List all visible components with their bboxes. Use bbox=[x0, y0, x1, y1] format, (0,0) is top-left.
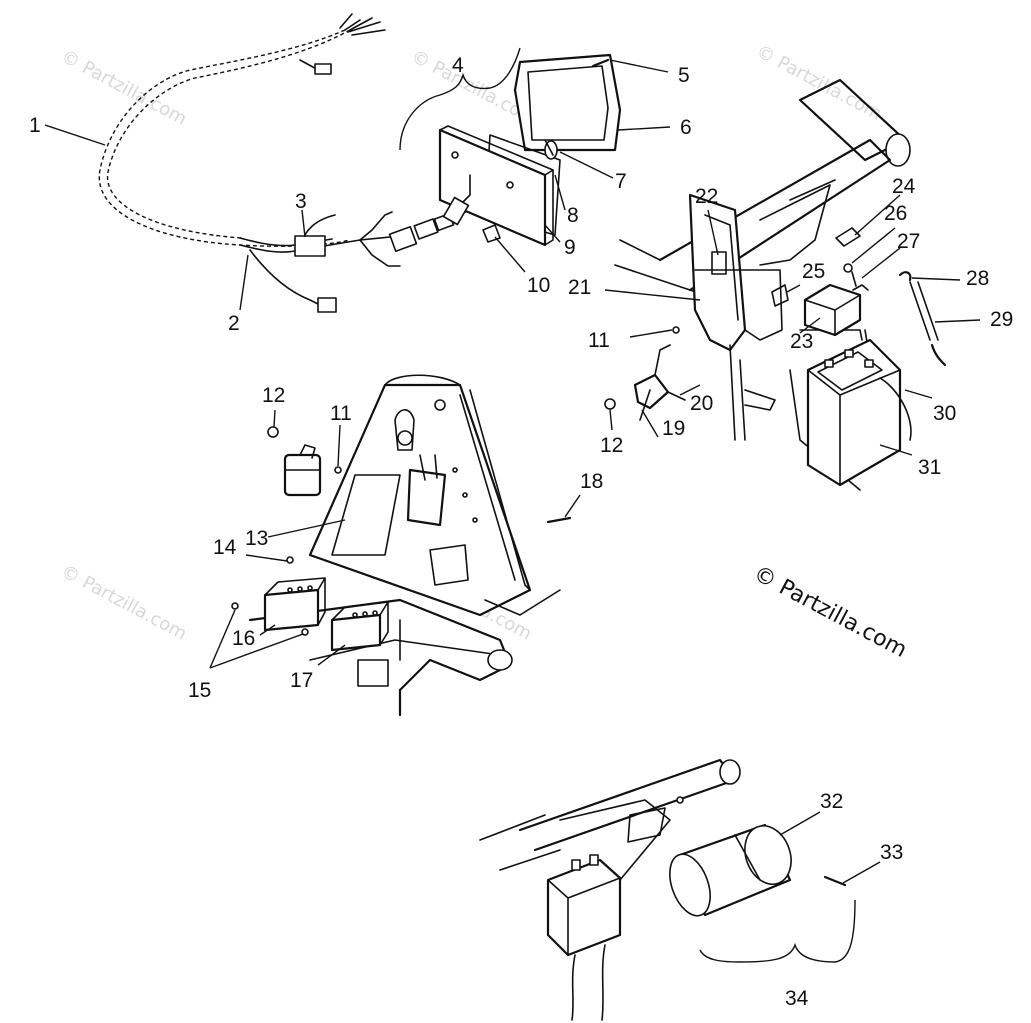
label-part-25: 25 bbox=[802, 260, 825, 283]
copyright-text: © Partzilla.com bbox=[749, 561, 911, 663]
label-part-33: 33 bbox=[880, 841, 903, 864]
wire-harness bbox=[98, 13, 471, 313]
label-part-9: 9 bbox=[564, 236, 576, 259]
label-part-31: 31 bbox=[918, 456, 941, 479]
watermark-3: © Partzilla.com bbox=[753, 41, 886, 125]
label-part-23: 23 bbox=[790, 330, 813, 353]
label-part-19: 19 bbox=[662, 417, 685, 440]
label-part-11-plate: 11 bbox=[330, 402, 352, 425]
mounting-plate-section bbox=[231, 374, 572, 717]
label-part-17: 17 bbox=[290, 669, 313, 692]
brace-4 bbox=[399, 47, 521, 151]
label-part-12-frame: 12 bbox=[600, 434, 623, 457]
label-part-27: 27 bbox=[897, 230, 920, 253]
label-part-2: 2 bbox=[228, 312, 240, 335]
label-part-26: 26 bbox=[884, 202, 907, 225]
label-part-8: 8 bbox=[567, 204, 579, 227]
label-part-6: 6 bbox=[680, 116, 692, 139]
label-part-16: 16 bbox=[232, 627, 255, 650]
label-part-13: 13 bbox=[245, 527, 268, 550]
label-part-12-plate: 12 bbox=[262, 384, 285, 407]
label-part-15: 15 bbox=[188, 679, 211, 702]
label-part-3: 3 bbox=[295, 190, 307, 213]
watermark-4: © Partzilla.com bbox=[58, 561, 191, 645]
label-part-1: 1 bbox=[29, 114, 41, 137]
label-part-34: 34 bbox=[785, 987, 809, 1010]
label-part-20: 20 bbox=[690, 392, 713, 415]
label-part-24: 24 bbox=[892, 175, 916, 198]
label-part-7: 7 bbox=[615, 170, 627, 193]
frame-battery-section bbox=[604, 78, 947, 491]
leader-lines bbox=[44, 59, 981, 884]
part-labels: 1 2 3 4 5 6 7 8 9 10 11 11 12 12 13 14 1… bbox=[29, 54, 1013, 1010]
tail-light-assembly bbox=[438, 53, 622, 247]
label-part-18: 18 bbox=[580, 470, 603, 493]
label-part-4: 4 bbox=[452, 54, 464, 77]
label-part-21: 21 bbox=[568, 276, 591, 299]
label-part-11-top: 11 bbox=[588, 329, 610, 352]
label-part-30: 30 bbox=[933, 402, 956, 425]
label-part-28: 28 bbox=[966, 267, 989, 290]
label-part-22: 22 bbox=[695, 185, 718, 208]
label-part-29: 29 bbox=[990, 308, 1013, 331]
starter-motor-section bbox=[479, 758, 856, 1021]
label-part-10: 10 bbox=[527, 274, 550, 297]
label-part-14: 14 bbox=[213, 536, 237, 559]
label-part-32: 32 bbox=[820, 790, 843, 813]
label-part-5: 5 bbox=[678, 64, 690, 87]
